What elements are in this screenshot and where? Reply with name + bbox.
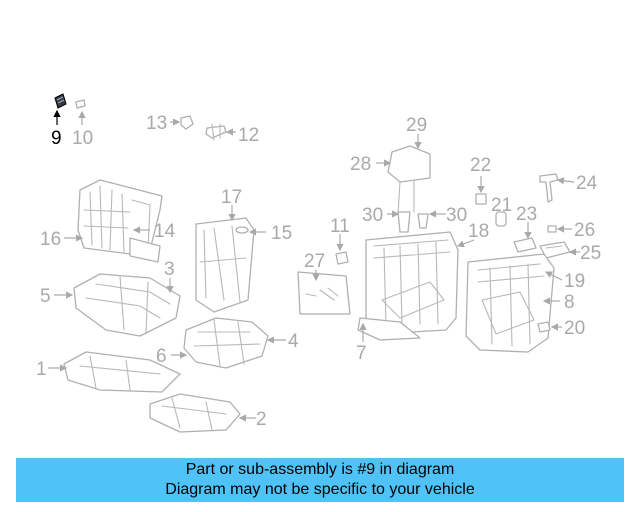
callout-22[interactable]: 22 [470,155,491,176]
banner-line-part: Part or sub-assembly is #9 in diagram [185,461,455,478]
info-banner: Part or sub-assembly is #9 in diagram Di… [16,458,624,502]
callout-6[interactable]: 6 [156,346,167,367]
callout-19[interactable]: 19 [564,271,585,292]
callout-12[interactable]: 12 [238,125,259,146]
callout-9[interactable]: 9 [51,128,62,149]
part-18-seat-back-panel-icon[interactable] [357,231,459,341]
part-22-clip-icon[interactable] [475,176,487,205]
callout-28[interactable]: 28 [350,154,371,175]
callout-5[interactable]: 5 [40,286,51,307]
part-23-bracket-icon[interactable] [513,222,537,253]
part-28-headrest-icon[interactable] [387,145,431,215]
part-15-seat-back-icon[interactable] [195,217,255,313]
callout-13[interactable]: 13 [146,113,167,134]
callout-7[interactable]: 7 [356,343,367,364]
callout-30-left[interactable]: 30 [362,205,383,226]
callout-3[interactable]: 3 [164,259,175,280]
callout-20[interactable]: 20 [564,318,585,339]
part-20-fastener-icon[interactable] [537,321,562,333]
callout-30-right[interactable]: 30 [446,205,467,226]
callout-27[interactable]: 27 [304,251,325,272]
callout-29[interactable]: 29 [406,115,427,136]
callout-10[interactable]: 10 [72,128,93,149]
callout-14[interactable]: 14 [154,221,176,242]
part-12-bracket-icon[interactable] [205,123,236,141]
part-30-guide-icon[interactable] [397,211,429,233]
callout-25[interactable]: 25 [580,243,601,264]
callout-4[interactable]: 4 [288,331,299,352]
callout-15[interactable]: 15 [271,223,292,244]
banner-line-disclaimer: Diagram may not be specific to your vehi… [165,481,475,498]
callout-8[interactable]: 8 [564,292,575,313]
callout-16[interactable]: 16 [40,229,61,250]
part-27-plate-icon[interactable] [297,271,351,315]
part-6-cushion-pad-icon[interactable] [183,317,269,369]
callout-2[interactable]: 2 [256,409,267,430]
callout-24[interactable]: 24 [576,173,598,194]
part-11-fastener-icon[interactable] [335,234,349,265]
part-21-cap-icon[interactable] [495,211,507,227]
callout-26[interactable]: 26 [574,220,595,241]
part-26-fastener-icon[interactable] [547,225,572,233]
part-5-seat-cushion-icon[interactable] [73,273,181,337]
callout-18[interactable]: 18 [468,221,489,242]
callout-21[interactable]: 21 [491,195,512,216]
part-16-seat-back-frame-icon[interactable] [77,179,163,263]
part-13-clip-icon[interactable] [170,115,194,130]
callout-23[interactable]: 23 [516,204,537,225]
part-19-seat-back-frame-icon[interactable] [465,253,555,353]
part-2-cushion-frame-icon[interactable] [149,393,241,433]
callout-11[interactable]: 11 [330,216,350,237]
part-9-clip-icon[interactable] [53,93,67,125]
part-1-cushion-frame-icon[interactable] [63,351,181,393]
part-10-clip-icon[interactable] [75,99,86,125]
part-24-lever-icon[interactable] [539,173,575,203]
callout-17[interactable]: 17 [221,187,242,208]
callout-1[interactable]: 1 [36,359,47,380]
part-25-handle-icon[interactable] [539,241,580,259]
